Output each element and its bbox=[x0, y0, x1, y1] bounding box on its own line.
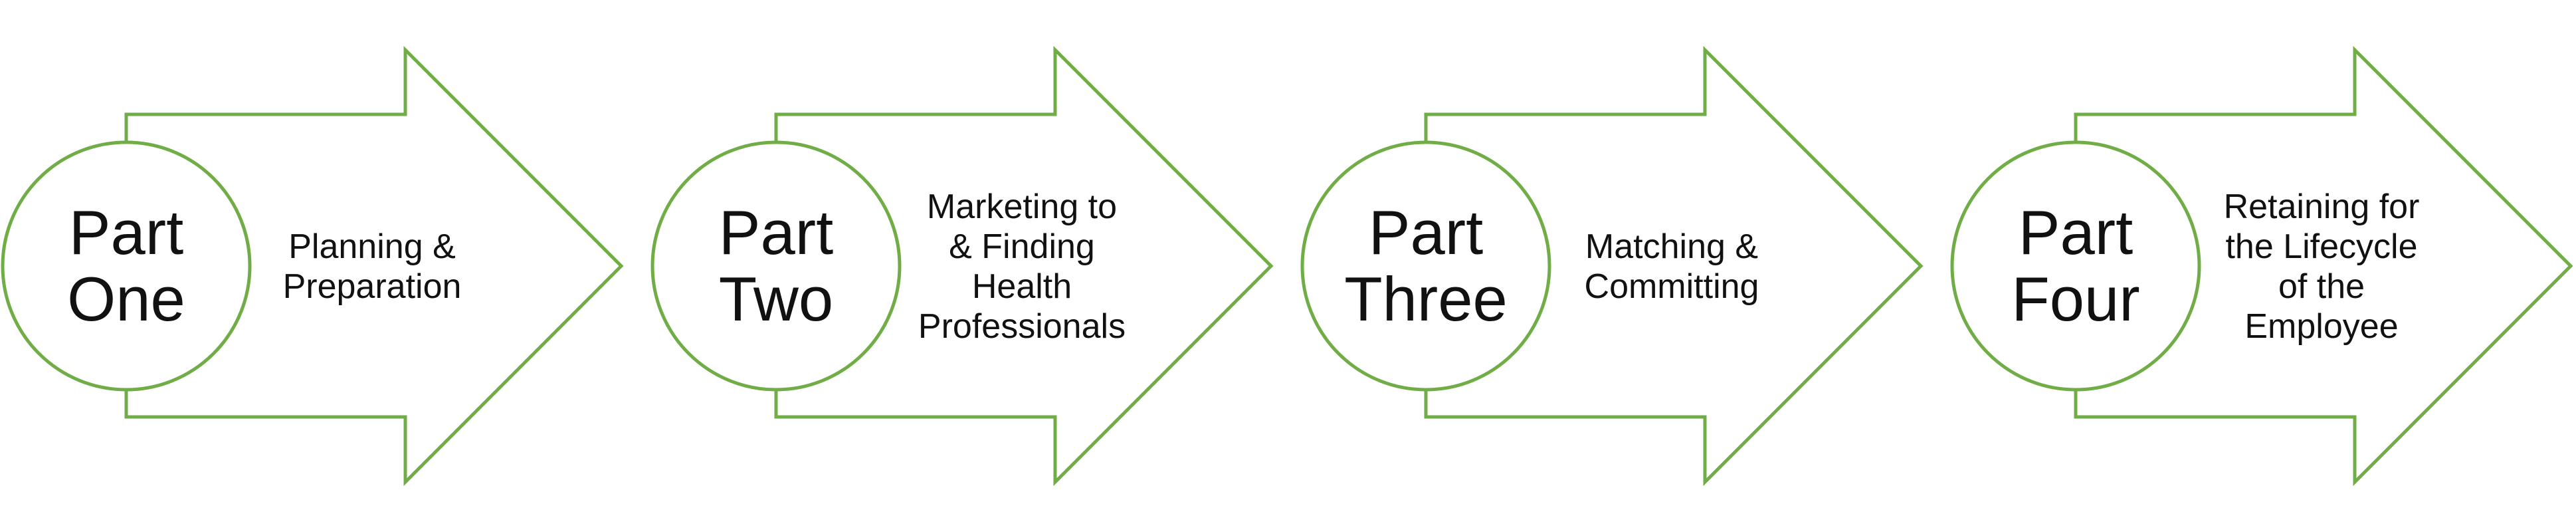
description-line: of the bbox=[2278, 267, 2365, 306]
description-line: Health bbox=[972, 267, 1072, 306]
step-one-circle bbox=[1, 140, 252, 392]
description-line: Committing bbox=[1585, 267, 1759, 306]
description-line: Marketing to bbox=[927, 188, 1117, 226]
step-three-arrow bbox=[1424, 45, 1924, 487]
step-three-circle bbox=[1300, 140, 1551, 392]
circle-label-line: Part bbox=[1369, 197, 1483, 267]
step-two-circle bbox=[650, 140, 902, 392]
circle-label-line: Four bbox=[2011, 264, 2139, 334]
description-line: Professionals bbox=[918, 307, 1126, 346]
step-three-description: Matching &Committing bbox=[1585, 227, 1759, 306]
description-line: Matching & bbox=[1585, 227, 1758, 266]
step-four-circle bbox=[1950, 140, 2201, 392]
description-line: Retaining for bbox=[2224, 188, 2420, 226]
circle-label-line: One bbox=[67, 264, 185, 334]
circle-label-line: Part bbox=[69, 197, 183, 267]
step-one-description: Planning &Preparation bbox=[283, 227, 462, 306]
circle-label-line: Three bbox=[1344, 264, 1508, 334]
description-line: the Lifecycle bbox=[2225, 227, 2417, 266]
circle-label-line: Part bbox=[2019, 197, 2133, 267]
step-four-arrow bbox=[2074, 45, 2573, 487]
circle-label-line: Two bbox=[719, 264, 833, 334]
circle-label-line: Part bbox=[719, 197, 833, 267]
description-line: Planning & bbox=[288, 227, 456, 266]
description-line: Preparation bbox=[283, 267, 462, 306]
step-one-arrow bbox=[124, 45, 624, 487]
description-line: Employee bbox=[2244, 307, 2398, 346]
description-line: & Finding bbox=[949, 227, 1095, 266]
step-two-arrow bbox=[774, 45, 1274, 487]
